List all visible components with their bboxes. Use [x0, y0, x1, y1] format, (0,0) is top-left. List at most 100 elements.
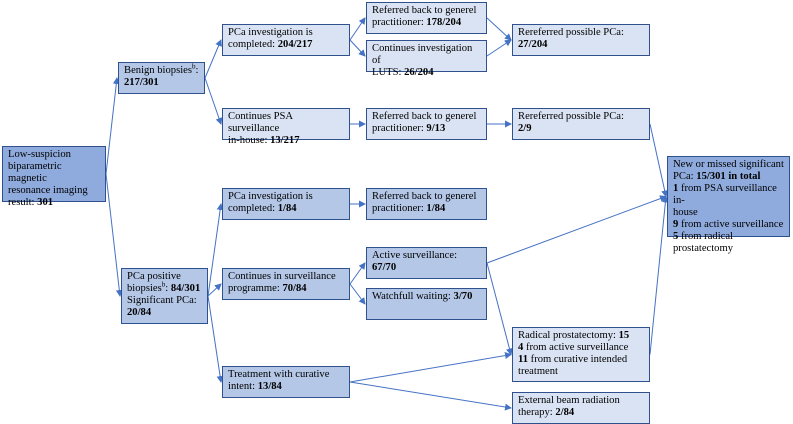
node-text-line: 1 from PSA surveillance in- — [673, 183, 784, 207]
node-text-line: Low-suspicion — [8, 149, 100, 161]
node-text-line: therapy: 2/84 — [518, 407, 644, 419]
node-text-segment: therapy: — [518, 407, 556, 418]
node-text-segment: PCa positive — [127, 271, 181, 282]
node-text-segment: practitioner: — [372, 17, 427, 28]
node-text-segment: 1 — [673, 183, 679, 194]
node-text-segment: Continues PSA surveillance — [228, 111, 293, 134]
node-text-segment: intent: — [228, 381, 258, 392]
node-text-segment: 67/70 — [372, 262, 397, 273]
node-text-segment: 4 — [518, 342, 524, 353]
node-text-segment: 9 — [673, 219, 679, 230]
node-text-line: 27/204 — [518, 39, 644, 51]
edge-p_surveil-to-p_active — [349, 262, 366, 285]
node-text-segment: 2/84 — [555, 407, 575, 418]
edge-root-to-benign — [105, 77, 120, 175]
node-text-segment: biparametric magnetic — [8, 161, 62, 184]
node-text-segment: completed: — [228, 39, 278, 50]
node-text-segment: : — [195, 65, 199, 76]
node-text-line: Rereferred possible PCa: — [518, 27, 644, 39]
node-text-segment: from radical prostatectomy — [673, 231, 734, 254]
node-text-line: biopsiesb: 84/301 — [127, 281, 202, 295]
node-text-segment: 15/301 in total — [696, 171, 761, 182]
node-text-segment: programme: — [228, 283, 283, 294]
node-text-segment: treatment — [518, 366, 559, 377]
node-text-segment: Treatment with curative — [228, 369, 330, 380]
node-text-line: 20/84 — [127, 307, 202, 319]
node-text-line: 2/9 — [518, 123, 644, 135]
node-text-line: house — [673, 207, 784, 219]
edge-pca_pos-to-p_surveil — [207, 283, 222, 297]
node-text-segment: Radical prostatectomy: — [518, 330, 619, 341]
node-text-segment: practitioner: — [372, 203, 427, 214]
node-text-line: Active surveillance: 67/70 — [372, 250, 481, 274]
node-text-line: New or missed significant — [673, 159, 784, 171]
node-text-segment: 27/204 — [518, 39, 548, 50]
node-text-line: practitioner: 9/13 — [372, 123, 481, 135]
node-text-segment: completed: — [228, 203, 278, 214]
node-text-line: Continues PSA surveillance — [228, 111, 344, 135]
node-text-line: programme: 70/84 — [228, 283, 344, 295]
node-rereferred-pca-1: Rereferred possible PCa:27/204 — [512, 24, 650, 56]
edge-p_treat-to-p_radical — [349, 352, 512, 383]
node-text-line: 5 from radical prostatectomy — [673, 231, 784, 255]
node-text-line: resonance imaging — [8, 185, 100, 197]
node-text-segment: result: — [8, 197, 38, 208]
node-text-segment: Watchfull waiting: — [372, 291, 454, 302]
node-text-line: Treatment with curative — [228, 369, 344, 381]
node-text-segment: PCa investigation is — [228, 27, 313, 38]
footnote-marker: b — [191, 62, 196, 71]
node-text-segment: External beam radiation — [518, 395, 620, 406]
node-text-segment: LUTS: — [372, 67, 405, 78]
node-text-line: completed: 204/217 — [228, 39, 344, 51]
node-text-segment: New or missed significant — [673, 159, 784, 170]
node-text-segment: Rereferred possible PCa: — [518, 111, 624, 122]
node-text-line: practitioner: 178/204 — [372, 17, 481, 29]
edge-p_radical-to-summary — [649, 195, 669, 355]
node-text-line: Watchfull waiting: 3/70 — [372, 291, 481, 303]
node-text-segment: Referred back to generel — [372, 5, 477, 16]
node-text-segment: 26/204 — [404, 67, 434, 78]
node-text-line: in-house: 13/217 — [228, 135, 344, 147]
node-text-line: External beam radiation — [518, 395, 644, 407]
node-text-line: PCa positive — [127, 271, 202, 283]
node-text-segment: from active surveillance — [523, 342, 629, 353]
node-text-segment: house — [673, 207, 698, 218]
node-text-segment: practitioner: — [372, 123, 427, 134]
node-text-segment: 1/84 — [277, 203, 297, 214]
node-text-segment: PCa investigation is — [228, 191, 313, 202]
node-text-segment: 20/84 — [127, 307, 152, 318]
node-text-line: PCa investigation is — [228, 27, 344, 39]
edge-p_treat-to-p_ebrt — [349, 381, 512, 411]
node-text-segment: from curative intended — [528, 354, 628, 365]
node-text-line: 9 from active surveillance — [673, 219, 784, 231]
node-text-segment: from PSA surveillance in- — [673, 183, 777, 206]
edge-b_luts-to-b_rereferred_1 — [486, 39, 512, 57]
node-text-line: 4 from active surveillance — [518, 342, 644, 354]
node-text-segment: 13/84 — [257, 381, 282, 392]
edge-b_completed-to-b_referred_gp — [349, 17, 366, 41]
node-text-line: Continues investigation of — [372, 43, 481, 67]
node-text-line: 11 from curative intended — [518, 354, 644, 366]
node-text-line: PCa investigation is — [228, 191, 344, 203]
node-text-segment: Active surveillance: — [372, 250, 458, 261]
node-text-segment: Low-suspicion — [8, 149, 71, 160]
node-text-segment: Referred back to generel — [372, 111, 477, 122]
edge-b_referred_gp-to-b_rereferred_1 — [486, 17, 512, 41]
node-active-surveillance: Active surveillance: 67/70 — [366, 247, 487, 279]
edge-p_active-to-summary — [486, 195, 667, 264]
edge-b_completed-to-b_luts — [349, 39, 366, 57]
node-text-line: Continues in surveillance — [228, 271, 344, 283]
node-text-segment: 3/70 — [453, 291, 473, 302]
edge-b_rereferred_2-to-summary — [649, 123, 669, 198]
node-text-line: Radical prostatectomy: 15 — [518, 330, 644, 342]
node-text-line: Referred back to generel — [372, 5, 481, 17]
node-text-segment: PCa: — [673, 171, 697, 182]
